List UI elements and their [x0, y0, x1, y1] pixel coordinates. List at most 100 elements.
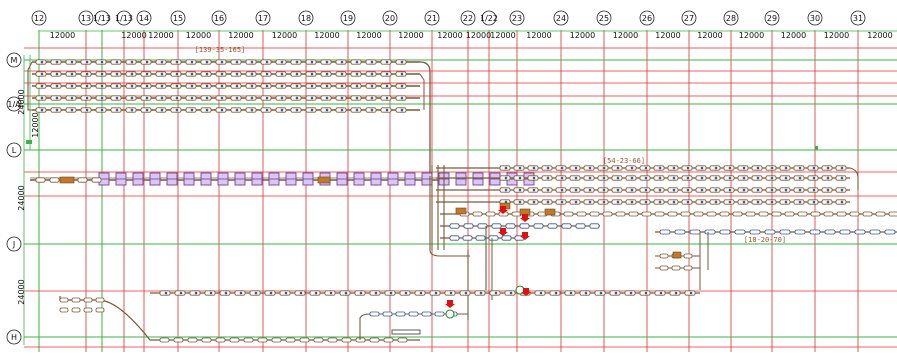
roller-dot: [145, 96, 149, 100]
column-spacing-label: 12000: [526, 31, 551, 40]
roller-dot: [840, 166, 844, 170]
roller-dot: [532, 188, 536, 192]
conveyor-unit: [659, 229, 671, 235]
roller-dot: [160, 96, 164, 100]
roller-dot: [385, 84, 389, 88]
roller-dot: [160, 108, 164, 112]
red-marker: [498, 228, 508, 236]
roller-dot: [560, 200, 564, 204]
roller-dot: [344, 291, 348, 295]
roller-dot: [250, 96, 254, 100]
red-marker: [521, 288, 531, 296]
roller-dot: [295, 108, 299, 112]
column-spacing-label: 12000: [867, 31, 892, 40]
roller-dot: [532, 176, 536, 180]
roller-dot: [728, 166, 732, 170]
roller-dot: [400, 60, 404, 64]
roller-dot: [644, 200, 648, 204]
roller-dot: [574, 188, 578, 192]
conveyor-unit: [823, 211, 834, 217]
roller-dot: [756, 166, 760, 170]
row-dimension-label: 24000: [17, 185, 26, 210]
roller-dot: [70, 108, 74, 112]
roller-dot: [310, 72, 314, 76]
roller-dot: [672, 188, 676, 192]
roller-dot: [602, 176, 606, 180]
column-bubble-circle: [639, 10, 655, 26]
conveyor-unit: [95, 297, 105, 303]
column-bubble: 24: [553, 10, 569, 26]
conveyor-unit: [382, 311, 393, 317]
column-bubble-circle: [481, 10, 497, 26]
column-label: 15: [173, 14, 183, 23]
roller-dot: [145, 108, 149, 112]
roller-dot: [295, 72, 299, 76]
purple-work-unit: [268, 172, 280, 186]
column-bubble-circle: [382, 10, 398, 26]
column-bubble-circle: [553, 10, 569, 26]
conveyor-unit: [719, 211, 730, 217]
roller-dot: [584, 291, 588, 295]
conveyor-unit: [875, 211, 886, 217]
conveyor-unit: [667, 211, 678, 217]
column-spacing-label: 12000: [272, 31, 297, 40]
conveyor-unit: [71, 297, 81, 303]
roller-dot: [385, 72, 389, 76]
roller-dot: [728, 200, 732, 204]
roller-dot: [700, 166, 704, 170]
roller-dot: [284, 291, 288, 295]
conveyor-unit: [704, 229, 716, 235]
roller-dot: [518, 166, 522, 170]
roller-dot: [370, 72, 374, 76]
column-bubble: 12: [31, 10, 47, 26]
column-label: 17: [258, 14, 268, 23]
roller-dot: [770, 200, 774, 204]
roller-dot: [85, 60, 89, 64]
roller-dot: [569, 291, 573, 295]
column-bubble: 31: [850, 10, 866, 26]
roller-dot: [714, 188, 718, 192]
conveyor-unit: [615, 211, 626, 217]
conveyor-unit: [561, 223, 572, 229]
transfer-station: [317, 176, 331, 184]
column-label: 21: [427, 14, 437, 23]
roller-dot: [616, 200, 620, 204]
roller-dot: [400, 72, 404, 76]
column-bubble: 26: [639, 10, 655, 26]
purple-work-unit: [387, 172, 399, 186]
column-spacing-label: 12000: [148, 31, 173, 40]
roller-dot: [250, 84, 254, 88]
roller-dot: [840, 176, 844, 180]
roller-dot: [532, 166, 536, 170]
conveyor-unit: [888, 211, 897, 217]
roller-dot: [826, 188, 830, 192]
roller-dot: [614, 291, 618, 295]
column-spacing-label: 12000: [398, 31, 423, 40]
conveyor-unit: [575, 223, 586, 229]
conveyor-unit: [589, 211, 600, 217]
conveyor-unit: [854, 229, 866, 235]
row-bubble-circle: [6, 96, 22, 112]
roller-dot: [55, 108, 59, 112]
purple-work-unit: [183, 172, 195, 186]
column-bubble-circle: [460, 10, 476, 26]
column-bubble: 21: [424, 10, 440, 26]
column-label: 23: [512, 14, 522, 23]
column-bubble-circle: [298, 10, 314, 26]
roller-dot: [658, 176, 662, 180]
conveyor-unit: [59, 297, 69, 303]
roller-dot: [784, 200, 788, 204]
roller-dot: [644, 291, 648, 295]
roller-dot: [205, 72, 209, 76]
roller-dot: [370, 60, 374, 64]
conveyor-unit: [327, 337, 338, 343]
roller-dot: [798, 200, 802, 204]
roller-dot: [728, 188, 732, 192]
roller-dot: [385, 108, 389, 112]
roller-dot: [280, 108, 284, 112]
roller-dot: [355, 84, 359, 88]
roller-dot: [145, 60, 149, 64]
conveyor-unit: [589, 223, 600, 229]
conveyor-unit: [680, 211, 691, 217]
roller-dot: [235, 96, 239, 100]
